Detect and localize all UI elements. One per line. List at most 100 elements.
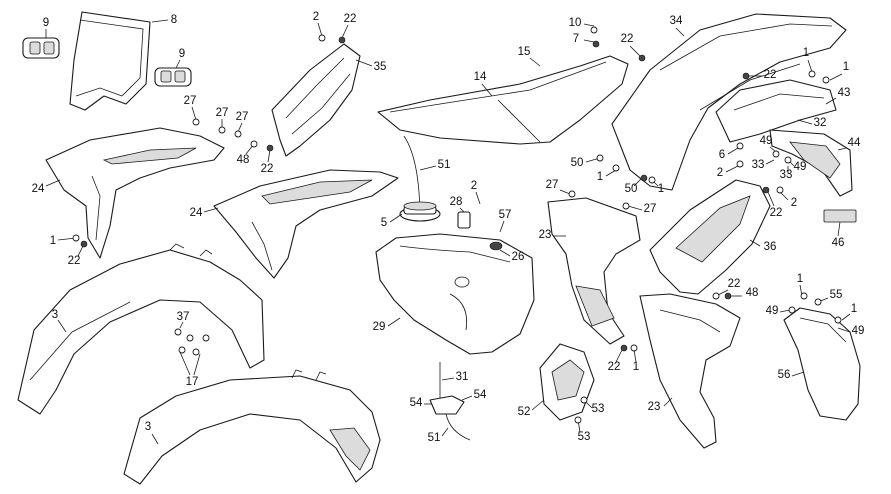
callout-50b: 50 xyxy=(625,177,643,195)
svg-text:1: 1 xyxy=(797,273,803,285)
part-23-side-panel-upper[interactable] xyxy=(547,197,641,345)
callout-44: 44 xyxy=(837,137,861,151)
svg-text:22: 22 xyxy=(261,163,274,175)
callout-49d: 49 xyxy=(837,325,865,337)
callout-22g: 22 xyxy=(608,349,623,373)
part-43-rear-fender-section[interactable] xyxy=(715,79,837,143)
callout-10: 10 xyxy=(569,17,595,29)
callout-2c: 2 xyxy=(717,165,739,179)
svg-text:1: 1 xyxy=(851,303,857,315)
part-9-clamp-right[interactable] xyxy=(154,67,192,87)
callout-31: 31 xyxy=(441,371,468,383)
part-35-side-cover[interactable] xyxy=(271,43,361,157)
callout-9b: 9 xyxy=(175,48,185,69)
callout-27d: 27 xyxy=(546,179,571,195)
part-8-number-plate[interactable] xyxy=(69,11,151,111)
callout-22b: 22 xyxy=(341,13,356,39)
svg-text:51: 51 xyxy=(428,432,441,444)
svg-text:1: 1 xyxy=(633,361,639,373)
callout-57: 57 xyxy=(499,209,511,233)
callout-3b: 3 xyxy=(145,421,159,445)
callout-23a: 23 xyxy=(539,229,566,241)
part-44-plate-holder[interactable] xyxy=(769,129,853,197)
svg-text:3: 3 xyxy=(52,309,58,321)
part-3-front-fender-upper[interactable] xyxy=(17,243,265,415)
callout-27a: 27 xyxy=(184,95,196,121)
svg-text:22: 22 xyxy=(68,255,81,267)
svg-text:3: 3 xyxy=(145,421,151,433)
svg-text:9: 9 xyxy=(179,48,185,60)
svg-text:5: 5 xyxy=(381,217,387,229)
part-36-airbox-cover[interactable] xyxy=(649,179,771,295)
svg-text:49: 49 xyxy=(852,325,865,337)
part-24-radiator-shroud-lower[interactable] xyxy=(213,169,399,279)
callout-46: 46 xyxy=(832,221,844,249)
callout-51b: 51 xyxy=(428,427,449,444)
svg-text:33: 33 xyxy=(752,159,765,171)
callout-52: 52 xyxy=(518,399,545,418)
svg-text:2: 2 xyxy=(313,11,319,23)
svg-text:34: 34 xyxy=(670,15,683,27)
svg-text:49: 49 xyxy=(760,135,773,147)
svg-text:53: 53 xyxy=(592,403,605,415)
part-3-front-fender-lower[interactable] xyxy=(123,369,381,485)
callout-33b: 33 xyxy=(780,166,793,181)
callout-1a: 1 xyxy=(50,235,77,247)
part-29-fuel-tank[interactable] xyxy=(375,233,535,355)
svg-text:55: 55 xyxy=(830,289,843,301)
callout-15: 15 xyxy=(518,46,541,67)
part-52-guard[interactable] xyxy=(539,343,595,421)
svg-text:35: 35 xyxy=(374,61,387,73)
svg-text:27: 27 xyxy=(236,111,249,123)
svg-text:51: 51 xyxy=(438,159,451,171)
callout-26: 26 xyxy=(499,249,524,263)
callout-49c: 49 xyxy=(766,305,791,317)
svg-text:15: 15 xyxy=(518,46,531,58)
callout-33a: 33 xyxy=(752,159,775,171)
callout-53b: 53 xyxy=(578,419,590,443)
callout-24b: 24 xyxy=(190,207,219,219)
svg-text:22: 22 xyxy=(621,33,634,45)
callout-27b: 27 xyxy=(216,107,228,128)
svg-text:1: 1 xyxy=(803,47,809,59)
svg-text:14: 14 xyxy=(474,71,487,83)
part-34-rear-fender[interactable] xyxy=(611,13,847,191)
part-23-side-panel-lower[interactable] xyxy=(639,293,741,449)
svg-text:23: 23 xyxy=(539,229,552,241)
callout-6: 6 xyxy=(719,147,739,161)
part-14-seat[interactable] xyxy=(377,55,629,145)
part-24-radiator-shroud-upper[interactable] xyxy=(45,127,225,259)
callout-28: 28 xyxy=(450,196,465,213)
callout-14: 14 xyxy=(474,71,493,97)
callout-55: 55 xyxy=(817,289,843,303)
part-46-reflector[interactable] xyxy=(823,209,857,223)
part-56-mud-flap[interactable] xyxy=(783,307,861,421)
callout-1f: 1 xyxy=(633,349,639,373)
callout-56: 56 xyxy=(778,369,805,381)
svg-text:50: 50 xyxy=(571,157,584,169)
part-28-fitting[interactable] xyxy=(457,211,471,229)
part-9-clamp-left[interactable] xyxy=(22,37,60,59)
callout-34: 34 xyxy=(670,15,685,37)
callout-labels: 9 8 9 27 27 27 48 22 2 22 35 24 24 1 22 … xyxy=(32,11,865,445)
callout-1g: 1 xyxy=(797,273,803,297)
part-31-petcock[interactable] xyxy=(429,362,471,441)
callout-2b: 2 xyxy=(471,180,481,205)
part-37-screw-set[interactable] xyxy=(174,328,210,356)
svg-text:49: 49 xyxy=(794,161,807,173)
callout-50a: 50 xyxy=(571,157,601,169)
svg-text:8: 8 xyxy=(171,14,177,26)
svg-text:6: 6 xyxy=(719,149,725,161)
callout-22d: 22 xyxy=(621,33,641,57)
part-26-grommet[interactable] xyxy=(489,241,503,251)
svg-text:52: 52 xyxy=(518,406,531,418)
callout-24a: 24 xyxy=(32,179,61,195)
part-5-fuel-cap[interactable] xyxy=(399,201,441,222)
svg-text:1: 1 xyxy=(50,235,56,247)
svg-text:23: 23 xyxy=(648,401,661,413)
callout-22a: 22 xyxy=(261,149,274,175)
svg-text:33: 33 xyxy=(780,169,793,181)
callout-3a: 3 xyxy=(52,309,67,333)
svg-text:2: 2 xyxy=(717,167,723,179)
svg-text:1: 1 xyxy=(843,61,849,73)
